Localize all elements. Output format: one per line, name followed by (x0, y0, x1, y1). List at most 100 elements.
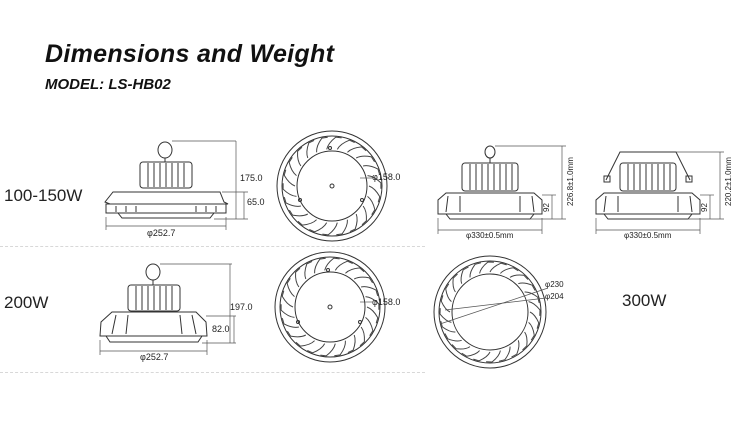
top-view-300w (433, 255, 547, 369)
heat-sink-fin (362, 165, 381, 175)
heat-sink-fin (509, 274, 529, 280)
heat-sink-fin (452, 273, 458, 293)
heat-sink-fin (304, 260, 313, 280)
heat-sink-fin (295, 340, 315, 347)
row-label-300w: 300W (622, 291, 667, 310)
fins-top-view-200w (280, 257, 380, 357)
heat-sink-fin (489, 262, 507, 273)
heat-sink-fin (359, 326, 365, 347)
r2-lens-dim: φ158.0 (372, 297, 400, 307)
heat-sink-fin (360, 286, 379, 296)
heat-sink-fin (345, 267, 365, 274)
heat-sink-fin (518, 282, 536, 291)
heat-sink-fin (522, 331, 528, 351)
r2-width-dim: φ252.7 (140, 352, 168, 362)
r1-width-dim: φ252.7 (147, 228, 175, 238)
row-divider-top (0, 246, 425, 247)
heat-sink-fin (347, 146, 367, 153)
r2-height-dim: 197.0 (230, 302, 253, 312)
heat-sink-fin (334, 260, 353, 271)
heat-sink-fin (349, 213, 358, 233)
heat-sink-fin (361, 205, 367, 226)
w300-outer-dim: φ230 (545, 280, 564, 289)
heat-sink-fin (473, 351, 491, 362)
heat-sink-fin (440, 295, 451, 313)
heat-sink-fin (307, 343, 326, 354)
heat-sink-fin (316, 136, 328, 153)
heat-sink-fin (365, 296, 380, 310)
heat-sink-fin (297, 219, 317, 226)
fins-top-view-300w (439, 261, 541, 363)
heat-sink-fin (469, 262, 482, 278)
heat-sink-fin (334, 340, 346, 357)
heat-sink-fin (288, 157, 297, 177)
row-label-200w: 200W (4, 293, 49, 312)
heat-sink-fin (306, 139, 315, 159)
heat-sink-fin (283, 169, 296, 187)
top-view-100-150w (276, 130, 388, 242)
heat-sink-fin (280, 304, 295, 318)
heat-sink-fin (355, 155, 376, 163)
heat-sink-fin (322, 222, 338, 236)
heat-sink-fin (336, 139, 355, 150)
heat-sink-fin (367, 195, 376, 215)
heat-sink-fin (479, 261, 494, 274)
heat-sink-fin (486, 350, 501, 363)
heat-sink-fin (367, 175, 382, 189)
side-view-300w-a (437, 145, 543, 220)
heat-sink-fin (314, 257, 326, 274)
heat-sink-fin (286, 278, 295, 298)
heat-sink-fin (511, 340, 520, 358)
heat-sink-fin (336, 219, 348, 236)
side-view-100-150w-dims (105, 140, 248, 230)
heat-sink-fin (286, 330, 307, 338)
heat-sink-fin (281, 290, 294, 308)
heat-sink-fin (439, 308, 452, 323)
heat-sink-fin (368, 185, 381, 203)
heat-sink-fin (281, 318, 300, 328)
w300-a-width-dim: φ330±0.5mm (466, 231, 514, 240)
heat-sink-fin (309, 222, 328, 233)
heat-sink-fin (326, 136, 342, 150)
heat-sink-fin (353, 276, 374, 284)
w300-a-height-dim: 226.8±1.0mm (566, 157, 575, 206)
heat-sink-fin (295, 267, 301, 288)
heat-sink-fin (288, 209, 309, 217)
top-view-200w (274, 251, 386, 363)
heat-sink-fin (320, 343, 336, 357)
heat-sink-fin (500, 267, 519, 274)
r1-body-dim: 65.0 (247, 197, 265, 207)
row-divider-bottom (0, 372, 425, 373)
side-view-300w-b-dims (595, 151, 724, 234)
fins-top-view-100-150w (282, 136, 382, 236)
heat-sink-fin (365, 316, 374, 336)
r1-lens-dim: φ158.0 (372, 172, 400, 182)
heat-sink-fin (444, 333, 462, 342)
w300-b-body-dim: 92 (700, 203, 709, 212)
side-view-200w-dims (99, 263, 236, 355)
heat-sink-fin (297, 146, 303, 167)
heat-sink-fin (460, 266, 469, 284)
top-view-300w-dims (439, 287, 549, 325)
heat-sink-fin (324, 257, 340, 271)
heat-sink-fin (451, 344, 471, 350)
heat-sink-fin (498, 346, 511, 362)
side-view-100-150w (104, 141, 229, 219)
heat-sink-fin (461, 350, 480, 357)
side-view-300w-b (595, 151, 701, 220)
w300-inner-dim: φ204 (545, 292, 564, 301)
w300-b-height-dim: 220.2±1.0mm (724, 157, 733, 206)
heat-sink-fin (347, 334, 356, 354)
w300-b-width-dim: φ330±0.5mm (624, 231, 672, 240)
heat-sink-fin (528, 301, 541, 316)
r1-height-dim: 175.0 (240, 173, 263, 183)
heat-sink-fin (529, 311, 540, 329)
heat-sink-fin (528, 322, 535, 341)
heat-sink-fin (440, 320, 456, 333)
heat-sink-fin (366, 306, 379, 324)
side-view-300w-a-dims (437, 145, 566, 234)
heat-sink-fin (282, 183, 297, 197)
heat-sink-fin (283, 197, 302, 207)
page-title: Dimensions and Weight (45, 40, 335, 68)
